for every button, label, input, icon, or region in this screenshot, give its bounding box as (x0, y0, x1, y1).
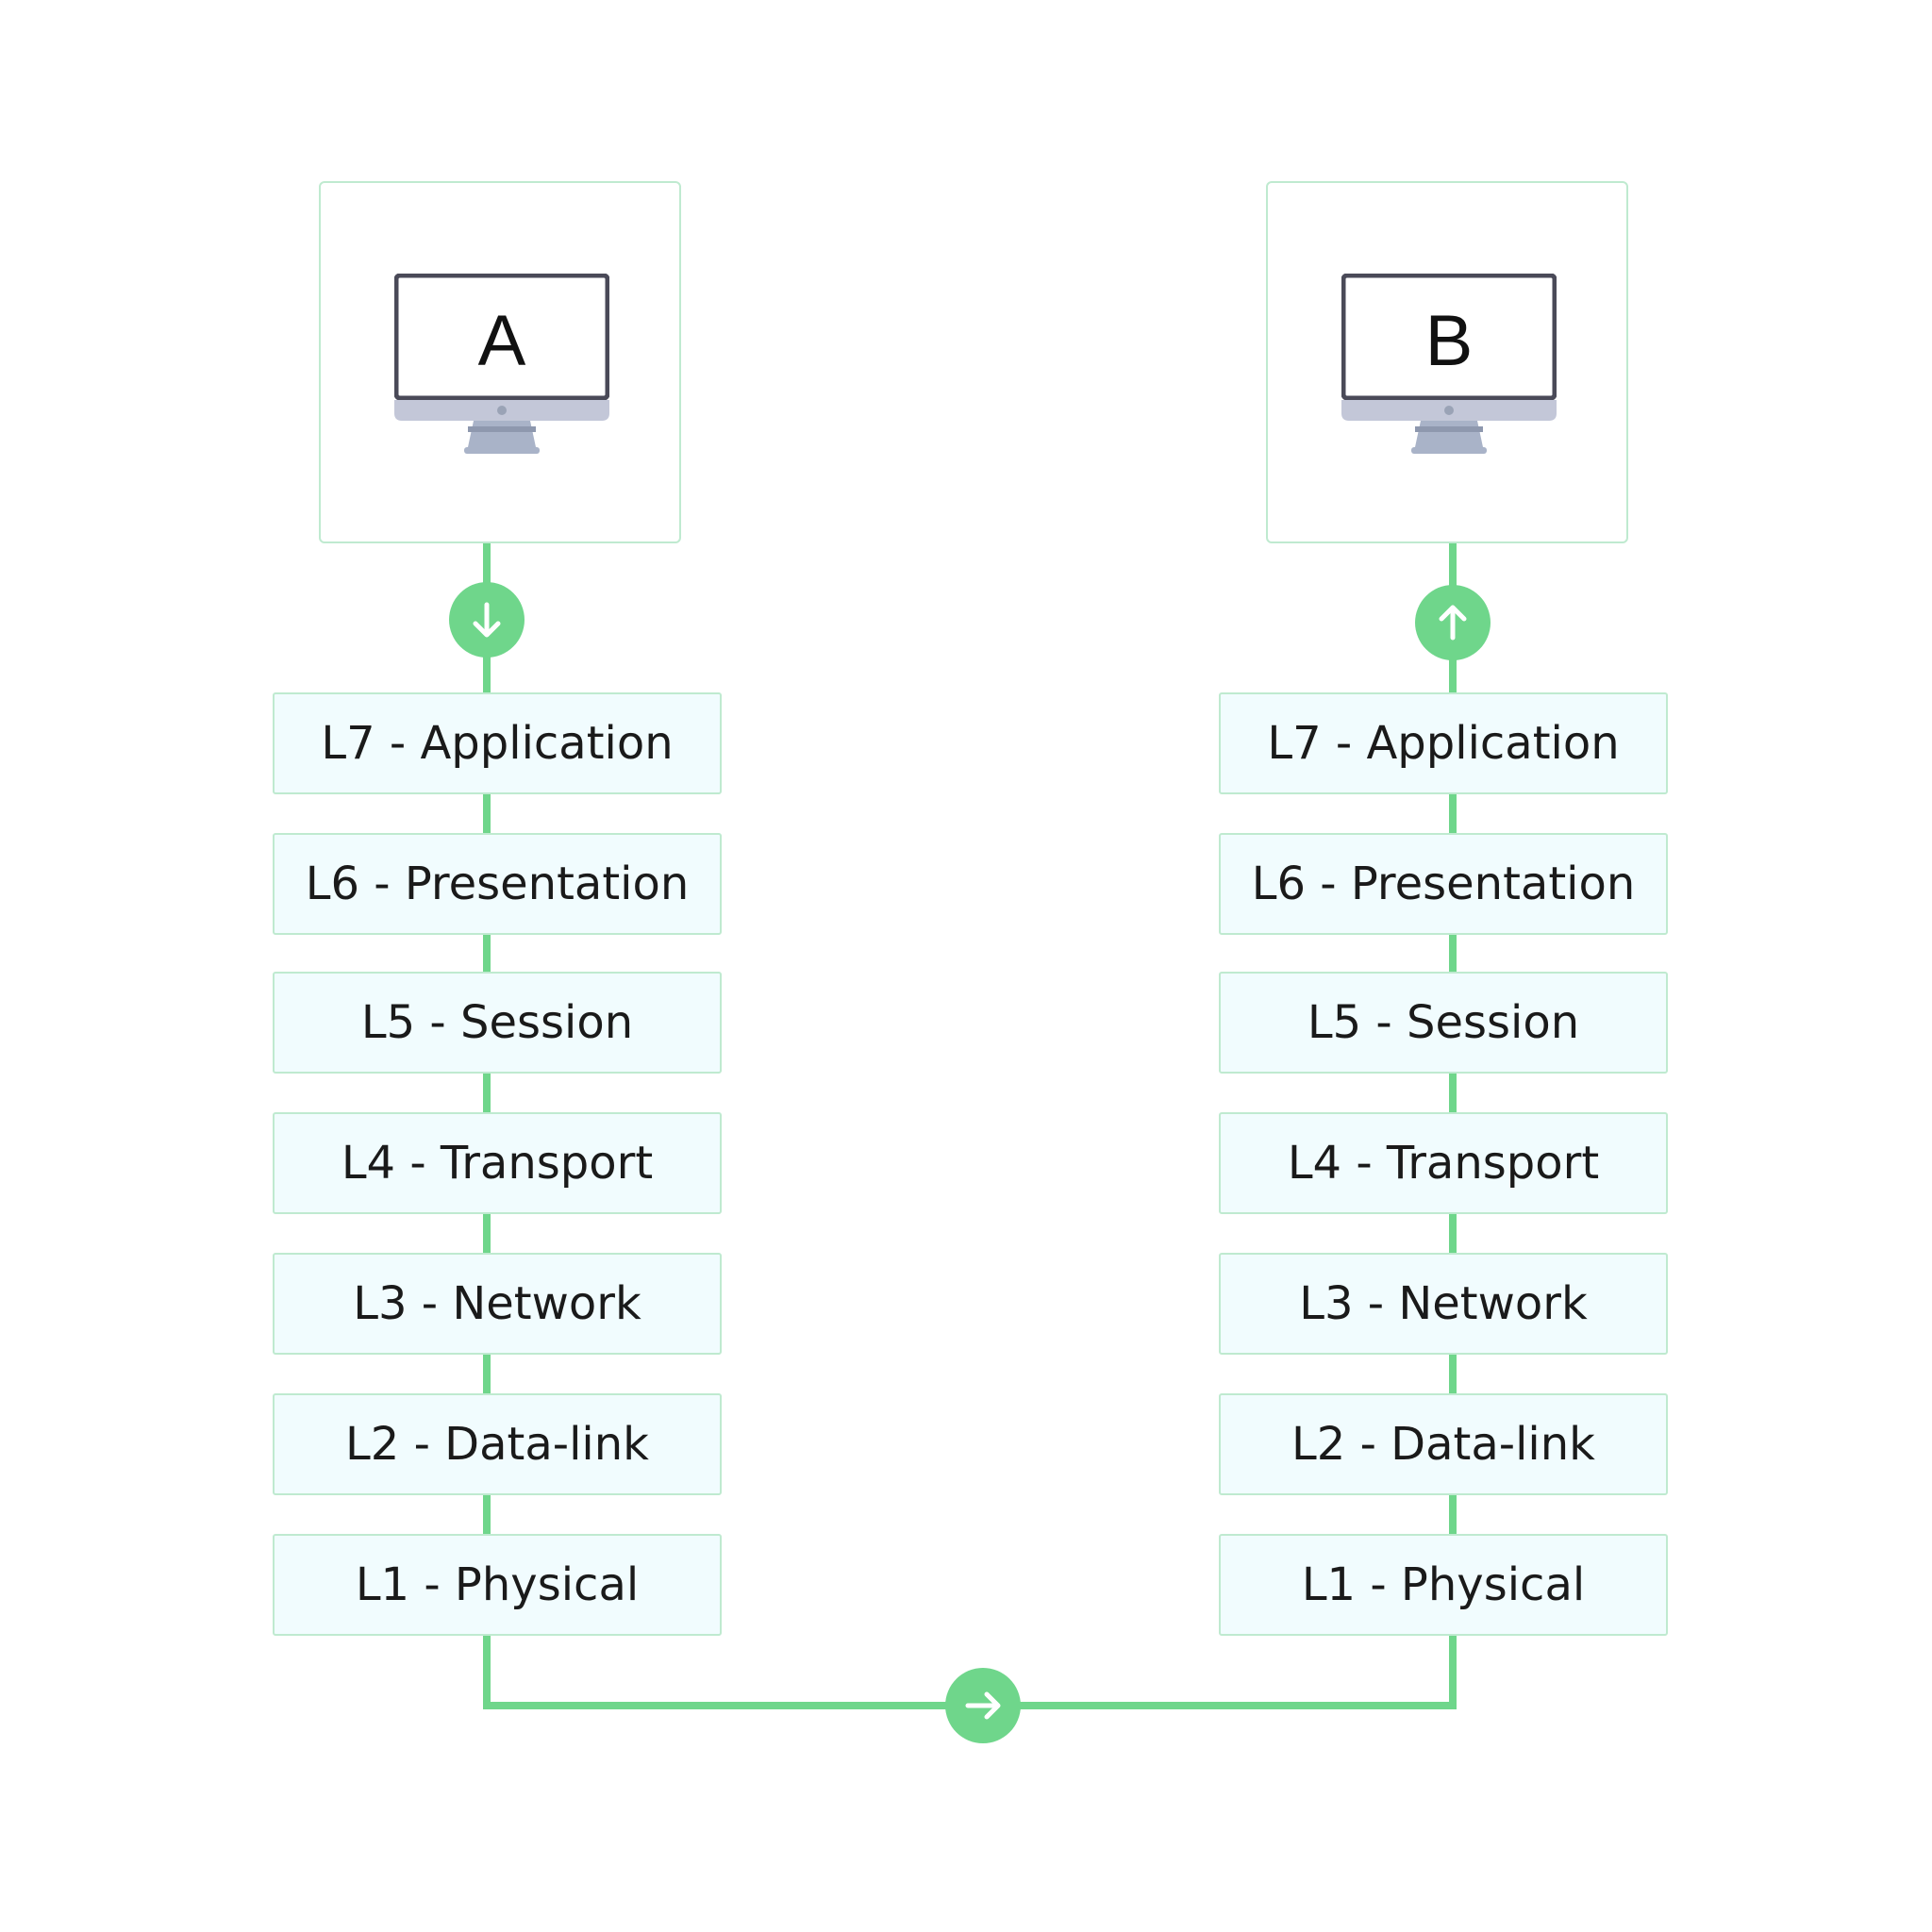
host-a-box: A (319, 181, 681, 543)
monitor-icon: B (1341, 274, 1557, 462)
stack-b-layer-l5: L5 - Session (1219, 972, 1668, 1074)
stack-b-layer-l3: L3 - Network (1219, 1253, 1668, 1355)
host-b-box: B (1266, 181, 1628, 543)
stack-a-layer-l6: L6 - Presentation (273, 833, 722, 935)
stack-b-layer-l1: L1 - Physical (1219, 1534, 1668, 1636)
stack-b-layer-l2: L2 - Data-link (1219, 1393, 1668, 1495)
host-a-label: A (477, 300, 526, 381)
stack-a-layer-l2: L2 - Data-link (273, 1393, 722, 1495)
stack-b-layer-l4: L4 - Transport (1219, 1112, 1668, 1214)
stack-b-layer-l6: L6 - Presentation (1219, 833, 1668, 935)
stack-a-layer-l5: L5 - Session (273, 972, 722, 1074)
arrow-right-icon (945, 1668, 1021, 1743)
stack-a-layer-l7: L7 - Application (273, 692, 722, 794)
arrow-down-icon (449, 582, 525, 658)
stack-b-layer-l7: L7 - Application (1219, 692, 1668, 794)
stack-a-layer-l1: L1 - Physical (273, 1534, 722, 1636)
stack-a-layer-l4: L4 - Transport (273, 1112, 722, 1214)
host-b-label: B (1424, 300, 1474, 381)
stack-a-layer-l3: L3 - Network (273, 1253, 722, 1355)
arrow-up-icon (1415, 585, 1491, 660)
monitor-icon: A (394, 274, 609, 462)
